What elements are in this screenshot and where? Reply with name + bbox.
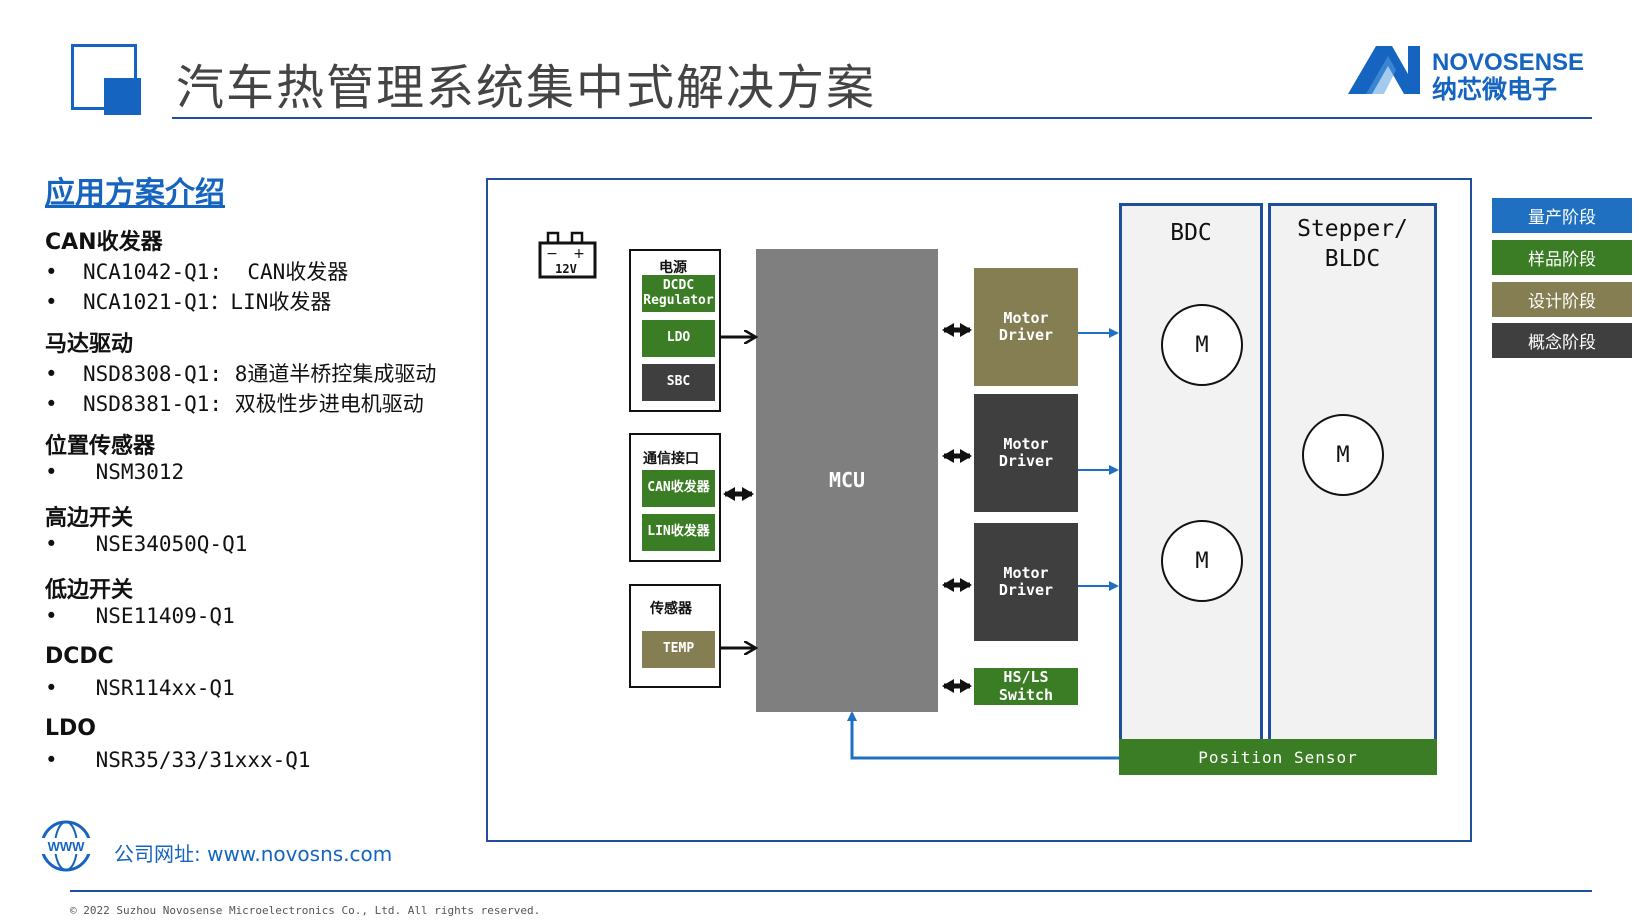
- product-item-text: NCA1042-Q1: CAN收发器: [83, 260, 349, 284]
- product-item-text: NSR114xx-Q1: [83, 676, 235, 700]
- lin-transceiver-block: LIN收发器: [642, 514, 715, 551]
- position-sensor-block: Position Sensor: [1119, 739, 1437, 775]
- globe-www-icon: WWW: [38, 820, 94, 872]
- motor-driver-2: Motor Driver: [974, 394, 1078, 512]
- svg-text:WWW: WWW: [48, 839, 86, 854]
- product-item: • NSR35/33/31xxx-Q1: [45, 748, 311, 772]
- stepper-bldc-title: Stepper/ BLDC: [1297, 216, 1408, 272]
- motor-driver-3: Motor Driver: [974, 523, 1078, 641]
- svg-text:+: +: [573, 246, 585, 262]
- dcdc-regulator-block: DCDC Regulator: [642, 275, 715, 312]
- product-item: • NCA1042-Q1: CAN收发器: [45, 256, 348, 286]
- copyright-text: © 2022 Suzhou Novosense Microelectronics…: [70, 904, 541, 917]
- category-heading: 高边开关: [45, 506, 134, 531]
- category-heading: 马达驱动: [45, 332, 134, 357]
- power-box-title: 电源: [659, 260, 687, 276]
- bullet-icon: •: [45, 748, 58, 772]
- product-item-text: NCA1021-Q1：LIN收发器: [83, 290, 332, 314]
- svg-text:−: −: [546, 246, 558, 262]
- product-item-text: NSR35/33/31xxx-Q1: [83, 748, 311, 772]
- legend-item: 样品阶段: [1492, 240, 1632, 275]
- product-item-text: NSD8308-Q1: 8通道半桥控集成驱动: [83, 362, 437, 386]
- can-transceiver-block: CAN收发器: [642, 470, 715, 507]
- bdc-title: BDC: [1170, 220, 1212, 246]
- svg-text:12V: 12V: [555, 262, 577, 276]
- product-item: • NSE11409-Q1: [45, 604, 235, 628]
- comm-box-title: 通信接口: [643, 451, 699, 467]
- logo-square-fill: [104, 78, 141, 115]
- bullet-icon: •: [45, 676, 58, 700]
- page-title: 汽车热管理系统集中式解决方案: [176, 60, 877, 116]
- product-item-text: NSM3012: [83, 460, 185, 484]
- sensor-box-title: 传感器: [650, 601, 692, 617]
- bullet-icon: •: [45, 604, 58, 628]
- product-item-text: NSE34050Q-Q1: [83, 532, 248, 556]
- legend-item: 量产阶段: [1492, 198, 1632, 233]
- category-heading: DCDC: [45, 644, 114, 669]
- product-item: • NSE34050Q-Q1: [45, 532, 247, 556]
- product-item: • NSR114xx-Q1: [45, 676, 235, 700]
- bullet-icon: •: [45, 260, 58, 284]
- product-item: • NCA1021-Q1：LIN收发器: [45, 286, 331, 316]
- bullet-icon: •: [45, 290, 58, 314]
- temp-sensor-block: TEMP: [642, 631, 715, 668]
- brand-name-en: NOVOSENSE: [1432, 49, 1584, 76]
- product-item-text: NSE11409-Q1: [83, 604, 235, 628]
- category-heading: 位置传感器: [45, 434, 156, 459]
- category-heading: LDO: [45, 716, 96, 741]
- bdc-motor-2: M: [1161, 520, 1243, 602]
- header-divider: [172, 117, 1592, 119]
- bdc-column: [1119, 203, 1263, 747]
- motor-driver-1: Motor Driver: [974, 268, 1078, 386]
- brand-name-cn: 纳芯微电子: [1432, 75, 1557, 104]
- category-heading: 低边开关: [45, 578, 134, 603]
- stepper-motor: M: [1302, 414, 1384, 496]
- section-title: 应用方案介绍: [45, 176, 225, 211]
- battery-icon: − + 12V: [538, 231, 597, 279]
- sbc-block: SBC: [642, 364, 715, 401]
- bullet-icon: •: [45, 362, 58, 386]
- category-heading: CAN收发器: [45, 230, 163, 255]
- product-item: • NSD8308-Q1: 8通道半桥控集成驱动: [45, 358, 436, 388]
- hs-ls-switch-block: HS/LS Switch: [974, 668, 1078, 705]
- ldo-block: LDO: [642, 320, 715, 357]
- bullet-icon: •: [45, 392, 58, 416]
- product-item-text: NSD8381-Q1: 双极性步进电机驱动: [83, 392, 424, 416]
- footer-divider: [70, 890, 1592, 892]
- novosense-logo: NOVOSENSE 纳芯微电子: [1348, 46, 1584, 104]
- legend-item: 设计阶段: [1492, 282, 1632, 317]
- mcu-block: MCU: [756, 249, 938, 712]
- bullet-icon: •: [45, 460, 58, 484]
- product-item: • NSD8381-Q1: 双极性步进电机驱动: [45, 388, 424, 418]
- bullet-icon: •: [45, 532, 58, 556]
- bdc-motor-1: M: [1161, 304, 1243, 386]
- website-link[interactable]: 公司网址: www.novosns.com: [114, 842, 393, 866]
- diagram-frame: [486, 178, 1472, 842]
- legend-item: 概念阶段: [1492, 323, 1632, 358]
- product-item: • NSM3012: [45, 460, 184, 484]
